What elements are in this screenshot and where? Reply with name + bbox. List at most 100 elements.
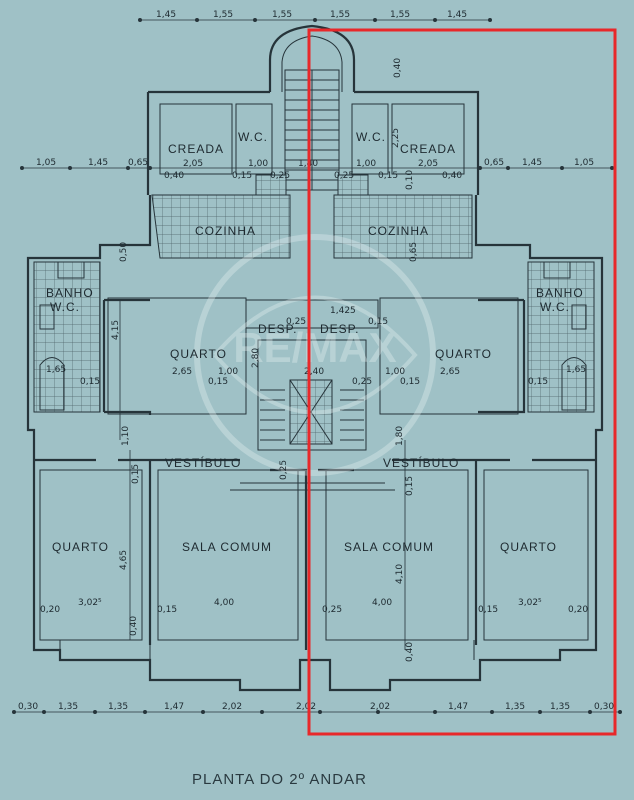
dim-bottom-9: 1,35 <box>505 702 525 712</box>
dim-v180: 1,80 <box>395 426 405 446</box>
dim-v025-c: 0,25 <box>279 460 289 480</box>
dim-v015-l2: 0,15 <box>208 377 228 387</box>
dim-upper-left-2: 1,45 <box>88 158 108 168</box>
dim-bottom-5: 2,02 <box>222 702 242 712</box>
dim-v015-c: 0,15 <box>131 464 141 484</box>
remax-watermark: RE/MAX <box>194 234 436 476</box>
dim-sala-right-w: 4,00 <box>372 598 392 608</box>
highlight-selection-box <box>307 28 617 736</box>
room-vestibulo-left: VESTÍBULO <box>165 455 241 470</box>
dim-quarto-bottom-right-w: 3,02⁵ <box>518 598 542 608</box>
dim-bottom-6: 2,02 <box>296 702 316 712</box>
dim-top-1: 1,45 <box>156 10 176 20</box>
dim-b015-l: 0,15 <box>157 605 177 615</box>
dim-hall-100-r: 1,00 <box>385 367 405 377</box>
dim-desp-015: 0,15 <box>368 317 388 327</box>
dim-b025: 0,25 <box>322 605 342 615</box>
dim-quarto-h: 4,15 <box>111 320 121 340</box>
dim-creada-right-w: 2,05 <box>418 159 438 169</box>
walls <box>26 24 604 692</box>
dim-040-left: 0,40 <box>164 171 184 181</box>
dim-desp-w: 1,425 <box>330 306 356 316</box>
dim-quarto-right-w: 2,65 <box>440 367 460 377</box>
dim-015-b: 0,15 <box>378 171 398 181</box>
dim-bottom-10: 1,35 <box>550 702 570 712</box>
dim-quarto-left-w: 2,65 <box>172 367 192 377</box>
dim-bottom-1: 0,30 <box>18 702 38 712</box>
room-quarto-top-right: QUARTO <box>435 347 492 361</box>
dim-top-5: 1,55 <box>390 10 410 20</box>
room-desp-left: DESP. <box>258 322 297 336</box>
dim-upper-left-3: 0,65 <box>128 158 148 168</box>
dim-v410: 4,10 <box>395 564 405 584</box>
dim-upper-right-2: 1,45 <box>522 158 542 168</box>
dim-v015-r: 0,15 <box>528 377 548 387</box>
room-desp-right: DESP. <box>320 322 359 336</box>
dim-upper-right-3: 1,05 <box>574 158 594 168</box>
dimension-lines <box>12 18 622 714</box>
watermark-text: RE/MAX <box>233 324 396 371</box>
dim-banho-right-w: 1,65 <box>566 365 586 375</box>
dim-stair-280: 2,80 <box>251 348 261 368</box>
plan-title: PLANTA DO 2º ANDAR <box>192 771 367 788</box>
room-banho-left-wc: W.C. <box>50 300 80 314</box>
room-banho-right-wc: W.C. <box>540 300 570 314</box>
dim-065: 0,65 <box>409 242 419 262</box>
dim-bottom-11: 0,30 <box>594 702 614 712</box>
dim-b020-r: 0,20 <box>568 605 588 615</box>
room-cozinha-right: COZINHA <box>368 224 429 238</box>
dim-v015-r2: 0,15 <box>400 377 420 387</box>
dim-b040-l: 0,40 <box>129 616 139 636</box>
dim-creada-left-w: 2,05 <box>183 159 203 169</box>
dim-015-a: 0,15 <box>232 171 252 181</box>
dim-sala-left-w: 4,00 <box>214 598 234 608</box>
dim-wc-right-w: 1,00 <box>356 159 376 169</box>
dim-v465: 4,65 <box>119 550 129 570</box>
dim-040-top: 0,40 <box>393 58 403 78</box>
dim-050: 0,50 <box>119 242 129 262</box>
room-quarto-bottom-right: QUARTO <box>500 540 557 554</box>
dim-top-6: 1,45 <box>447 10 467 20</box>
room-banho-left: BANHO <box>46 286 94 300</box>
dim-bottom-7: 2,02 <box>370 702 390 712</box>
dim-v110: 1,10 <box>121 426 131 446</box>
room-sala-left: SALA COMUM <box>182 540 272 554</box>
dim-b015-r: 0,15 <box>478 605 498 615</box>
dim-bottom-3: 1,35 <box>108 702 128 712</box>
dim-b020-l: 0,20 <box>40 605 60 615</box>
dim-upper-right-1: 0,65 <box>484 158 504 168</box>
dim-v015-d: 0,15 <box>405 476 415 496</box>
dim-bottom-4: 1,47 <box>164 702 184 712</box>
room-sala-right: SALA COMUM <box>344 540 434 554</box>
room-creada-left: CREADA <box>168 142 224 156</box>
room-wc-right: W.C. <box>356 130 386 144</box>
dim-top-2: 1,55 <box>213 10 233 20</box>
dim-v015-l: 0,15 <box>80 377 100 387</box>
dim-225: 2,25 <box>391 128 401 148</box>
room-vestibulo-right: VESTÍBULO <box>383 455 459 470</box>
dim-b040-r: 0,40 <box>405 642 415 662</box>
room-creada-right: CREADA <box>400 142 456 156</box>
dim-banho-left-w: 1,65 <box>46 365 66 375</box>
room-banho-right: BANHO <box>536 286 584 300</box>
dim-hall-100-l: 1,00 <box>218 367 238 377</box>
dim-upper-left-1: 1,05 <box>36 158 56 168</box>
dim-025-b: 0,25 <box>334 171 354 181</box>
dim-010: 0,10 <box>405 170 415 190</box>
room-wc-left: W.C. <box>238 130 268 144</box>
room-quarto-top-left: QUARTO <box>170 347 227 361</box>
dim-040-right: 0,40 <box>442 171 462 181</box>
dim-quarto-bottom-left-w: 3,02⁵ <box>78 598 102 608</box>
room-quarto-bottom-left: QUARTO <box>52 540 109 554</box>
dim-top-3: 1,55 <box>272 10 292 20</box>
dim-desp-025: 0,25 <box>286 317 306 327</box>
dim-top-4: 1,55 <box>330 10 350 20</box>
dimension-labels: 1,45 1,55 1,55 1,55 1,55 1,45 1,05 1,45 … <box>18 10 614 712</box>
room-labels: CREADA W.C. W.C. CREADA COZINHA COZINHA … <box>46 130 584 554</box>
dim-hall-025: 0,25 <box>352 377 372 387</box>
dim-025-a: 0,25 <box>270 171 290 181</box>
dim-hall-240: 2,40 <box>304 367 324 377</box>
dim-bottom-8: 1,47 <box>448 702 468 712</box>
dim-bottom-2: 1,35 <box>58 702 78 712</box>
